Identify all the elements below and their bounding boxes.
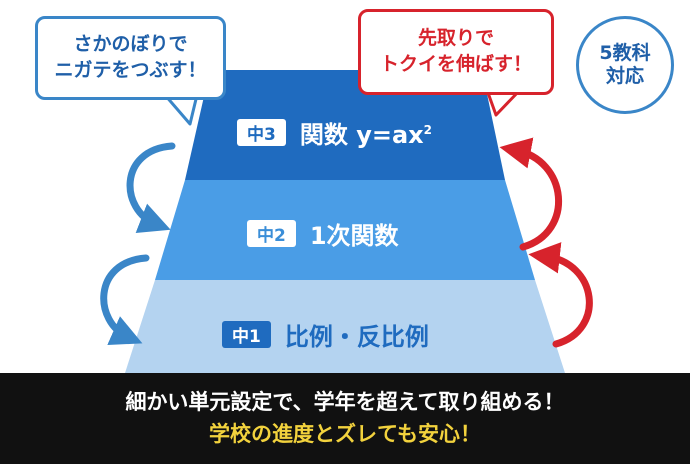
tier-bottom <box>125 280 565 373</box>
bottom-banner: 細かい単元設定で、学年を超えて取り組める！ 学校の進度とズレても安心！ <box>0 373 690 464</box>
arrow-right-lower <box>528 242 593 348</box>
grade1-tag: 中1 <box>222 321 271 348</box>
grade2-tag: 中2 <box>247 220 296 247</box>
grade3-title-text: 関数 <box>299 121 348 149</box>
bubble-review-line2: ニガテをつぶす！ <box>54 59 207 81</box>
tier-middle <box>155 180 535 280</box>
level-grade1: 中1 比例・反比例 <box>222 317 429 352</box>
grade2-title: 1次関数 <box>309 222 399 250</box>
level-grade3: 中3 関数 y=ax2 <box>237 115 432 150</box>
grade3-tag: 中3 <box>237 119 286 146</box>
arrow-right-upper <box>499 137 562 251</box>
banner-line1: 細かい単元設定で、学年を超えて取り組める！ <box>125 390 565 414</box>
bubble-review-line1: さかのぼりで <box>73 33 188 56</box>
subjects-badge: 5教科 対応 <box>576 16 674 114</box>
bubble-advance-line1: 先取りで <box>417 27 494 50</box>
banner-line2: 学校の進度とズレても安心！ <box>209 421 481 446</box>
arrow-left-lower <box>100 254 150 346</box>
tier-top <box>185 70 505 180</box>
badge-line1: 5教科 <box>599 42 651 65</box>
grade1-title: 比例・反比例 <box>284 323 429 351</box>
bubble-review: さかのぼりで ニガテをつぶす！ <box>35 16 226 100</box>
grade3-formula: y=ax <box>356 121 424 149</box>
level-grade2: 中2 1次関数 <box>247 216 399 251</box>
grade3-exponent: 2 <box>423 123 432 137</box>
grade3-title: 関数 y=ax2 <box>300 115 432 150</box>
arrow-left-upper <box>126 142 176 233</box>
bubble-advance-line2: トクイを伸ばす！ <box>379 53 532 75</box>
bubble-advance: 先取りで トクイを伸ばす！ <box>358 9 554 95</box>
badge-line2: 対応 <box>605 65 644 87</box>
